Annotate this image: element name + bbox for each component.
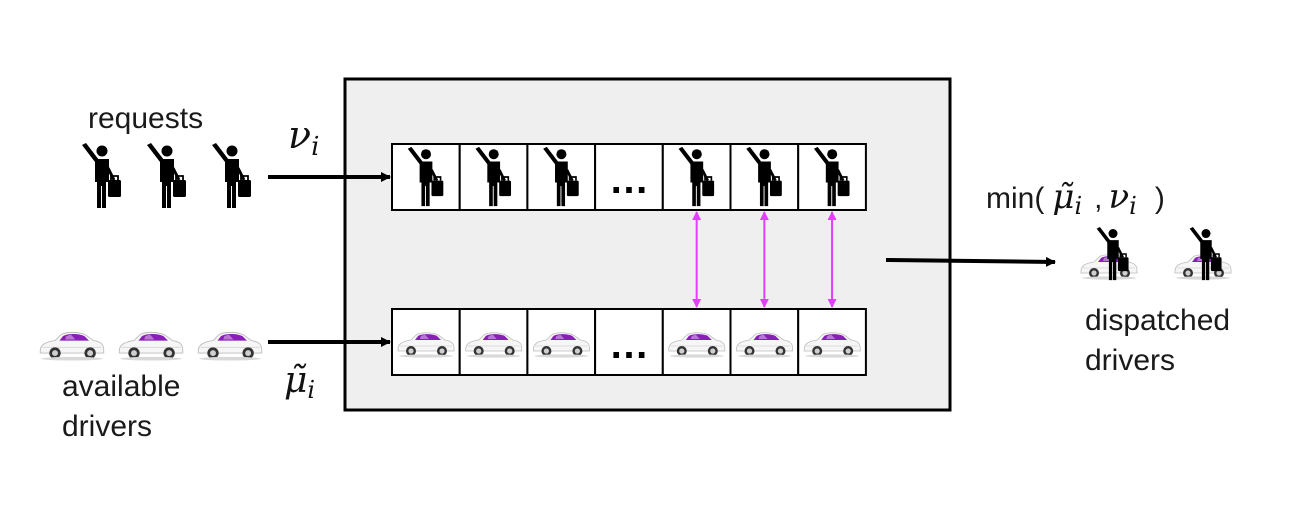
mu-tilde-i-label: μ̃i — [284, 360, 315, 404]
queue-ellipsis: … — [609, 158, 649, 202]
car-icon — [197, 331, 263, 361]
available-drivers-label-line2: drivers — [62, 410, 152, 443]
car-icon — [39, 331, 105, 361]
driver-queue: … — [391, 308, 867, 376]
requests-label: requests — [88, 102, 203, 135]
rider-with-luggage-icon — [145, 142, 188, 210]
available-drivers — [39, 331, 263, 361]
incoming-requests — [80, 142, 253, 210]
nu-i-label: νi — [288, 113, 319, 162]
request-queue-slot — [594, 143, 664, 211]
request-queue: … — [391, 143, 867, 211]
rider-with-luggage-icon — [80, 142, 123, 210]
rider-with-luggage-icon — [210, 142, 253, 210]
available-drivers-label-line1: available — [62, 370, 180, 403]
dispatched-drivers-label-line2: drivers — [1085, 344, 1175, 377]
output-arrow — [885, 256, 1056, 267]
car-icon — [118, 331, 184, 361]
dispatched-drivers — [1080, 226, 1232, 282]
min-expression-label: min(μ̃i,νi) — [986, 177, 1165, 220]
queue-ellipsis: … — [609, 323, 649, 367]
driver-queue-slot — [594, 308, 664, 376]
match-links — [692, 211, 837, 308]
dispatched-drivers-label-line1: dispatched — [1085, 304, 1230, 337]
